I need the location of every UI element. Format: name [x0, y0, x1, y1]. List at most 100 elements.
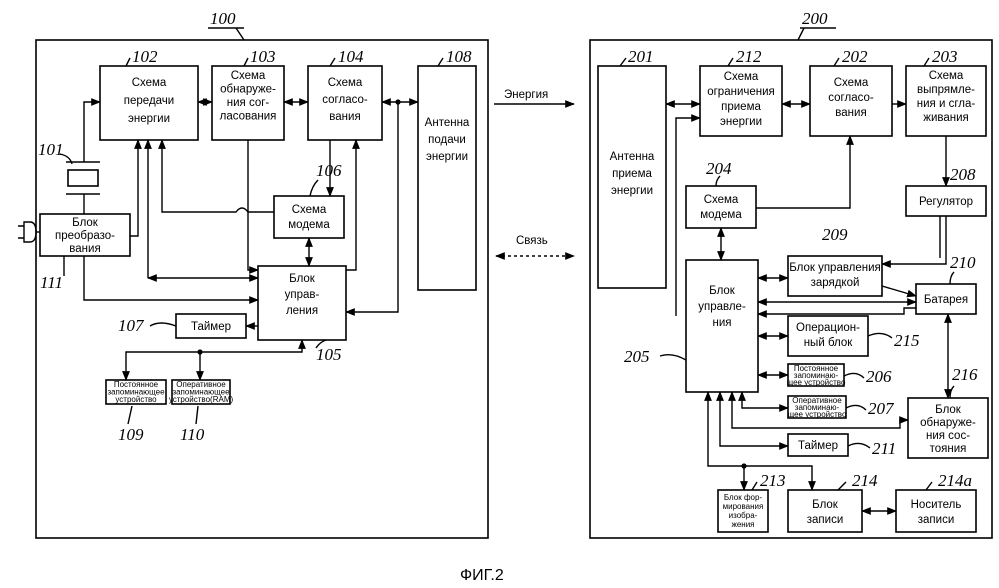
svg-text:109: 109: [118, 425, 144, 444]
svg-text:110: 110: [180, 425, 205, 444]
block-label-line: приема: [612, 168, 652, 180]
block-label-line: подачи: [428, 134, 466, 146]
communication-link: Связь: [496, 235, 574, 256]
energy-link: Энергия: [494, 89, 574, 104]
block-label-line: записи: [918, 514, 955, 526]
block-label: Постоянноезапоминающееустройство: [107, 380, 165, 404]
block-label-line: преобразо-: [55, 230, 115, 242]
svg-text:Энергия: Энергия: [504, 89, 548, 101]
svg-text:202: 202: [842, 47, 868, 66]
match-detection-circuit: Схемаобнаруже-ния сог-ласования 103: [212, 47, 284, 140]
block-label-line: зарядкой: [811, 277, 860, 289]
block-label-line: ный блок: [804, 337, 854, 349]
recording-medium: Носитель записи 214a: [896, 471, 976, 532]
block-label-line: управле-: [698, 301, 746, 313]
block-label-line: Схема: [704, 194, 739, 206]
svg-text:104: 104: [338, 47, 364, 66]
block-label-line: модема: [700, 209, 742, 221]
block-label-line: Операцион-: [796, 322, 860, 334]
block-label-line: Антенна: [425, 117, 470, 129]
block-label-line: ния сос-: [926, 430, 970, 442]
block-label: Постоянноезапоминаю-щее устройство: [787, 364, 846, 387]
block-label-line: щее устройство: [788, 410, 847, 419]
svg-text:214a: 214a: [938, 471, 972, 490]
svg-text:207: 207: [868, 399, 895, 418]
block-label: Оперативноезапоминающееустройство(RAM): [169, 380, 234, 404]
block-label-line: Схема: [231, 70, 266, 82]
modem-circuit-tx: Схемамодема 106: [274, 161, 344, 238]
svg-text:106: 106: [316, 161, 342, 180]
block-label-line: тояния: [930, 443, 967, 455]
block-label-line: приема: [721, 101, 761, 113]
receiver-ref: 200: [802, 9, 828, 28]
power-receiving-antenna: Антеннаприемаэнергии 201: [598, 47, 666, 288]
block-label-line: выпрямле-: [917, 84, 975, 96]
block-label-line: передачи: [124, 95, 174, 107]
block-label-line: энергии: [128, 113, 170, 125]
receiver-device: 200 Антеннаприемаэнергии 201 Схемаограни…: [590, 9, 992, 538]
modem-circuit-rx: Схемамодема 204: [686, 159, 756, 228]
block-label-line: Блок: [709, 285, 736, 297]
ram-tx: Оперативноезапоминающееустройство(RAM) 1…: [169, 380, 234, 444]
block-label-line: вания: [69, 243, 100, 255]
operation-unit: Операцион-ный блок 215: [788, 316, 920, 356]
block-label-line: жения: [731, 520, 754, 529]
recording-unit: Блокзаписи 214: [788, 471, 878, 532]
block-label-line: Схема: [929, 70, 964, 82]
block-label-line: устройство(RAM): [169, 395, 234, 404]
svg-text:101: 101: [38, 140, 64, 159]
conversion-unit: Блокпреобразо-вания 111: [40, 214, 130, 292]
svg-text:212: 212: [736, 47, 762, 66]
rom-tx: Постоянноезапоминающееустройство 109: [106, 380, 166, 444]
block-label-line: энергии: [426, 151, 468, 163]
block-label-line: энергии: [611, 185, 653, 197]
block-label-line: Антенна: [610, 151, 655, 163]
block-label-line: Блок: [72, 217, 99, 229]
rectifier-smoothing-circuit: Схемавыпрямле-ния и сгла-живания 203: [906, 47, 986, 136]
power-supply-antenna: Антенна подачи энергии 108: [418, 47, 476, 290]
transmitter-device: 100 Схемапередачиэнергии 102 Схемаобнару…: [18, 9, 488, 538]
block-label: Таймер: [798, 440, 838, 452]
charging-control-unit: Блок управления зарядкой 209: [788, 225, 882, 296]
block-label: Антенна приема энергии: [610, 151, 655, 197]
block-label: Таймер: [191, 321, 231, 333]
block-label-line: ния сог-: [227, 97, 270, 109]
svg-text:213: 213: [760, 471, 786, 490]
block-label-line: вания: [329, 111, 360, 123]
block-label-line: Схема: [132, 77, 167, 89]
svg-text:203: 203: [932, 47, 958, 66]
svg-text:107: 107: [118, 316, 145, 335]
svg-text:103: 103: [250, 47, 276, 66]
block-label: Батарея: [924, 294, 968, 306]
matching-circuit-rx: Схемасогласо-вания 202: [810, 47, 892, 136]
transmitter-ref: 100: [210, 9, 236, 28]
svg-text:215: 215: [894, 331, 920, 350]
svg-text:206: 206: [866, 367, 892, 386]
block-label-line: обнаруже-: [920, 417, 976, 429]
power-reception-limit-circuit: Схема ограничения приема энергии 212: [700, 47, 782, 136]
block-label-line: Регулятор: [919, 196, 973, 208]
block-label-line: Схема: [834, 77, 869, 89]
block-label-line: ния и сгла-: [917, 98, 976, 110]
block-label-line: Носитель: [911, 499, 962, 511]
block-label-line: Блок управления: [789, 262, 881, 274]
svg-text:205: 205: [624, 347, 650, 366]
block-label-line: Батарея: [924, 294, 968, 306]
block-label-line: ограничения: [707, 86, 775, 98]
svg-text:105: 105: [316, 345, 342, 364]
block-label-line: энергии: [720, 116, 762, 128]
block-label-line: Таймер: [798, 440, 838, 452]
block-label-line: Схема: [328, 77, 363, 89]
svg-text:108: 108: [446, 47, 472, 66]
image-forming-unit: Блок фор-мированияизобра-жения 213: [718, 471, 786, 532]
block-label-line: изобра-: [729, 511, 758, 520]
block-label-line: мирования: [723, 502, 764, 511]
block-label-line: устройство: [115, 395, 157, 404]
svg-text:209: 209: [822, 225, 848, 244]
capacitor-element: 101: [38, 140, 100, 194]
block-label-line: ления: [286, 305, 318, 317]
block-label-line: управ-: [285, 289, 320, 301]
power-transmission-circuit: Схемапередачиэнергии 102: [100, 47, 198, 140]
block-label-line: Схема: [724, 71, 759, 83]
block-label-line: согласо-: [322, 94, 368, 106]
